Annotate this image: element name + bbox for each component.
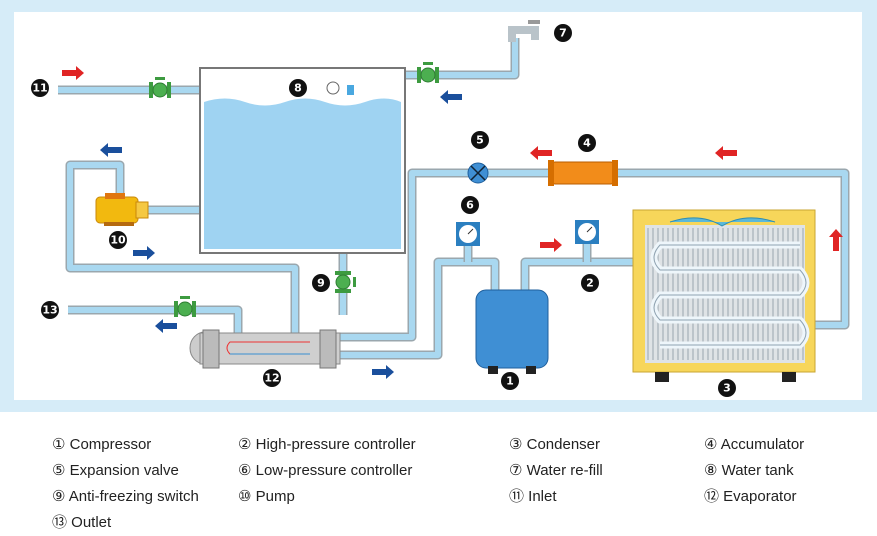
- accumulator: [548, 160, 618, 186]
- valve-icon: [174, 296, 196, 317]
- flow-arrow-icon: [530, 146, 552, 160]
- pipes: [58, 38, 850, 360]
- marker-label: 9: [317, 277, 325, 290]
- faucet-icon: [508, 20, 540, 42]
- legend-item: ② High-pressure controller: [238, 436, 416, 453]
- water-tank: [199, 67, 406, 254]
- legend-item: ⑦ Water re-fill: [509, 462, 603, 479]
- flow-arrow-icon: [100, 143, 122, 157]
- flow-arrow-icon: [715, 146, 737, 160]
- flow-arrow-icon: [372, 365, 394, 379]
- marker-11: [31, 79, 49, 97]
- marker-10: [109, 231, 127, 249]
- flow-arrow-icon: [540, 238, 562, 252]
- flow-arrow-icon: [133, 246, 155, 260]
- flow-arrow-icon: [829, 229, 843, 251]
- marker-8: [289, 79, 307, 97]
- marker-label: 13: [42, 304, 57, 317]
- pipe-fill: [340, 259, 498, 358]
- legend-item: ① Compressor: [52, 436, 152, 453]
- pipe-fill: [67, 162, 298, 333]
- marker-label: 7: [559, 27, 567, 40]
- legend-item: ⑧ Water tank: [704, 462, 794, 479]
- legend-item: ⑪ Inlet: [509, 488, 557, 505]
- condenser: [632, 209, 816, 382]
- marker-label: 11: [32, 82, 47, 95]
- legend-item: ⑨ Anti-freezing switch: [52, 488, 199, 505]
- legend-item: ⑬ Outlet: [52, 514, 112, 531]
- legend-item: ③ Condenser: [509, 436, 600, 453]
- pump: [95, 193, 149, 226]
- legend-item: ⑥ Low-pressure controller: [238, 462, 413, 479]
- marker-label: 10: [110, 234, 126, 247]
- marker-4: [578, 134, 596, 152]
- marker-3: [718, 379, 736, 397]
- evaporator: [189, 329, 341, 369]
- pipe-fill: [522, 259, 645, 290]
- expansion-valve: [467, 162, 489, 184]
- compressor: [475, 289, 549, 374]
- marker-1: [501, 372, 519, 390]
- valve-icon: [149, 77, 171, 98]
- marker-5: [471, 131, 489, 149]
- marker-label: 4: [583, 137, 591, 150]
- marker-6: [461, 196, 479, 214]
- marker-label: 3: [723, 382, 731, 395]
- legend: ① Compressor ② High-pressure controller …: [52, 434, 864, 533]
- marker-label: 12: [264, 372, 279, 385]
- legend-item: ⑤ Expansion valve: [52, 462, 179, 479]
- legend-item: ④ Accumulator: [704, 436, 805, 453]
- flow-arrow-icon: [155, 319, 177, 333]
- marker-13: [41, 301, 59, 319]
- low-pressure-gauge: [456, 222, 480, 246]
- marker-label: 2: [586, 277, 594, 290]
- marker-label: 6: [466, 199, 474, 212]
- pipe-fill: [68, 307, 241, 333]
- valve-icon: [335, 271, 356, 293]
- flow-arrow-icon: [440, 90, 462, 104]
- marker-12: [263, 369, 281, 387]
- legend-item: ⑫ Evaporator: [704, 488, 797, 505]
- legend-item: ⑩ Pump: [238, 488, 295, 505]
- pipe-fill: [340, 170, 848, 340]
- marker-2: [581, 274, 599, 292]
- high-pressure-gauge: [575, 220, 599, 244]
- marker-label: 5: [476, 134, 484, 147]
- flow-arrow-icon: [62, 66, 84, 80]
- valve-icon: [417, 62, 439, 83]
- marker-label: 1: [506, 375, 514, 388]
- marker-7: [554, 24, 572, 42]
- marker-label: 8: [294, 82, 302, 95]
- marker-9: [312, 274, 330, 292]
